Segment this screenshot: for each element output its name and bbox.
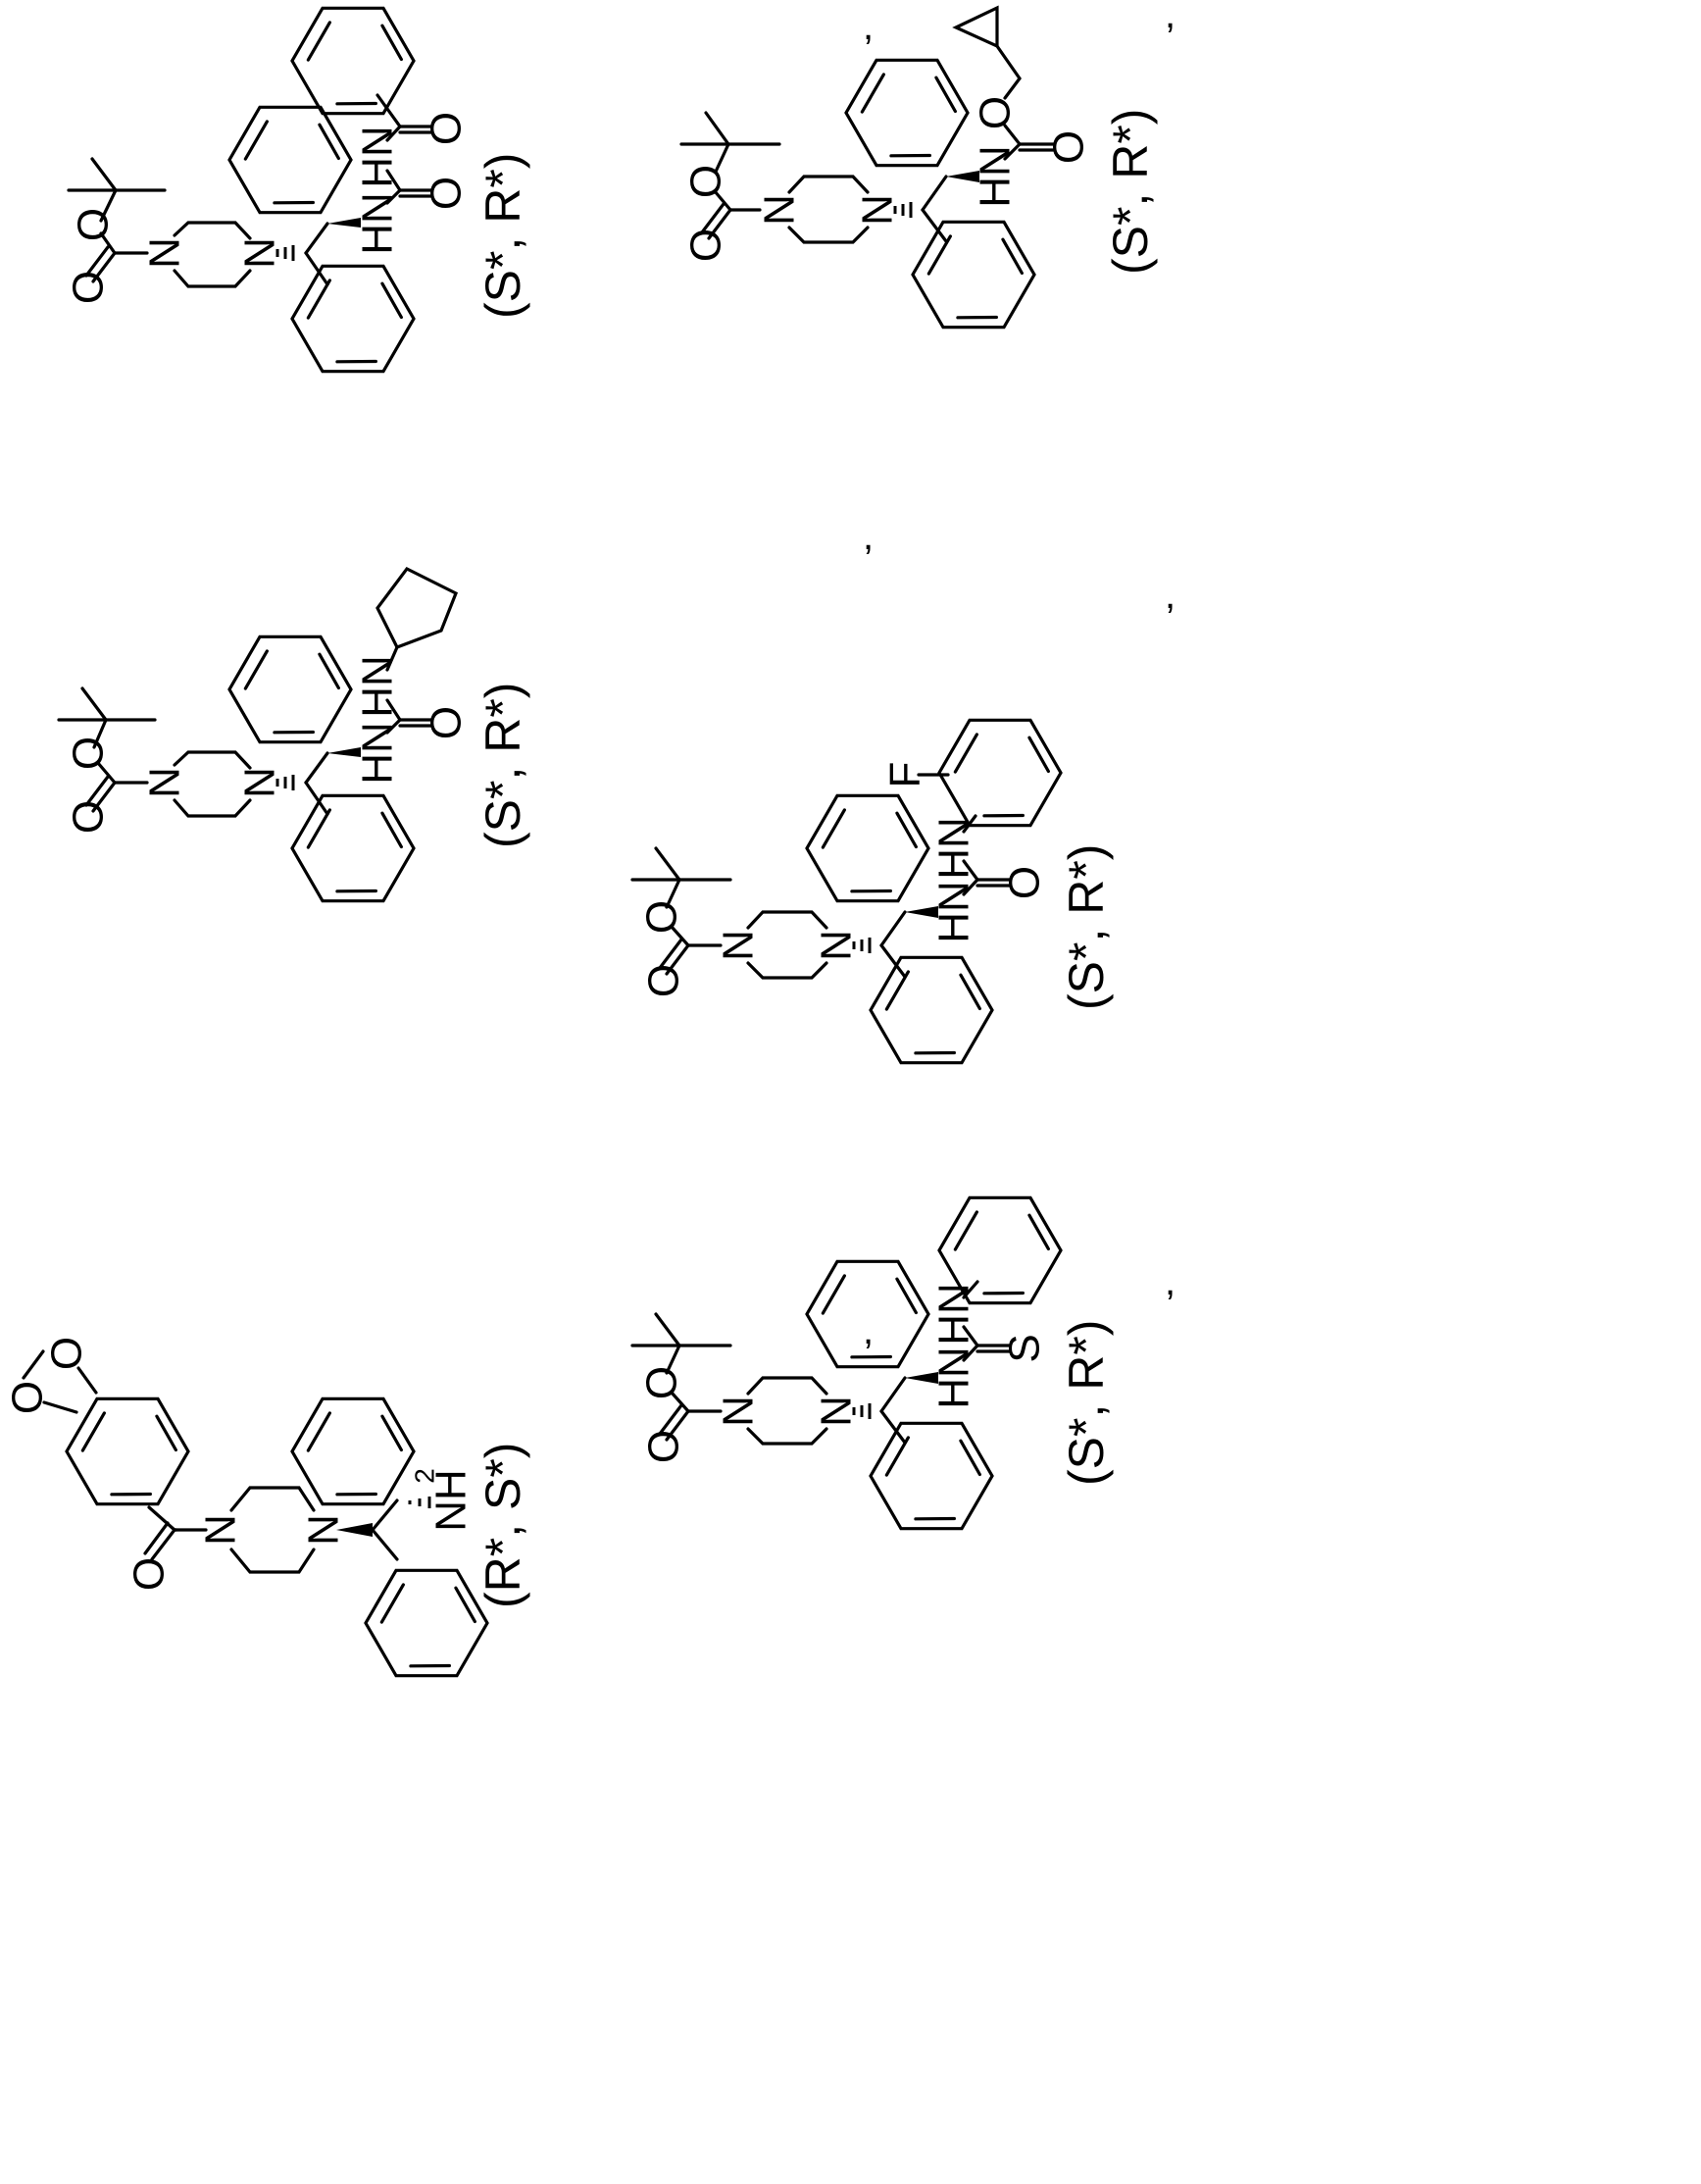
atom-o: O: [43, 1337, 91, 1370]
atom-n: N: [141, 237, 189, 269]
atom-n: N: [813, 1396, 861, 1427]
atom-n: N: [813, 930, 861, 961]
separator-comma: ,: [863, 515, 874, 558]
atom-hn: HN: [930, 817, 978, 880]
compound-6: O O N N HN S HN (S*, R*): [630, 1169, 1114, 1557]
atom-s: S: [1001, 1334, 1049, 1362]
atom-o: O: [423, 112, 471, 145]
stereo-label: (S*, R*): [1059, 1320, 1114, 1486]
atom-o: O: [682, 165, 730, 198]
atom-subscript: 2: [410, 1468, 440, 1484]
atom-o: O: [1001, 866, 1049, 899]
separator-comma: ,: [863, 5, 874, 48]
atom-o: O: [4, 1381, 52, 1414]
atom-hn: HN: [930, 1346, 978, 1409]
atom-o: O: [638, 900, 686, 934]
atom-n: N: [715, 930, 763, 961]
atom-nh2: NH: [427, 1469, 475, 1532]
atom-n: N: [236, 237, 284, 269]
atom-o: O: [423, 177, 471, 210]
atom-hn: HN: [354, 192, 402, 255]
atom-n: N: [197, 1514, 245, 1546]
separator-comma: ,: [1165, 0, 1176, 36]
separator-comma: ,: [1165, 1260, 1176, 1303]
stereo-label: (S*, R*): [1059, 844, 1114, 1010]
compound-1: O O N N HN O HN O (S*, R*): [65, 0, 530, 400]
atom-o: O: [640, 1430, 688, 1463]
atom-o: O: [423, 706, 471, 739]
stereo-label: (S*, R*): [475, 153, 530, 319]
stereo-label: (R*, S*): [475, 1443, 530, 1608]
atom-n: N: [756, 194, 804, 226]
compound-4: O O N N HN O O (S*, R*): [679, 5, 1158, 356]
atom-n: N: [141, 767, 189, 798]
atom-o: O: [682, 229, 730, 262]
compound-3: O O O N N NH 2 (R*, S*): [4, 1337, 530, 1704]
atom-hn: HN: [930, 881, 978, 943]
stereo-label: (S*, R*): [1103, 109, 1158, 275]
atom-o: O: [125, 1557, 174, 1591]
atom-o: O: [972, 96, 1020, 129]
atom-o: O: [65, 800, 113, 834]
atom-o: O: [638, 1366, 686, 1399]
atom-o: O: [70, 208, 118, 241]
atom-o: O: [640, 964, 688, 997]
atom-f: F: [881, 762, 929, 788]
atom-hn: HN: [354, 655, 402, 718]
atom-o: O: [1045, 130, 1093, 164]
atom-n: N: [715, 1396, 763, 1427]
atom-n: N: [854, 194, 902, 226]
atom-o: O: [65, 271, 113, 304]
atom-hn: HN: [930, 1283, 978, 1346]
atom-hn: HN: [972, 145, 1020, 208]
separator-comma: ,: [1165, 574, 1176, 617]
atom-hn: HN: [354, 722, 402, 785]
stereo-label: (S*, R*): [475, 683, 530, 848]
atom-n: N: [236, 767, 284, 798]
compound-2: O O N N HN O HN (S*, R*): [57, 566, 530, 930]
compound-5: O O N N HN O HN F (S*, R*): [630, 691, 1114, 1092]
atom-o: O: [65, 736, 113, 770]
separator-comma: ,: [863, 1309, 874, 1352]
atom-hn: HN: [354, 126, 402, 188]
